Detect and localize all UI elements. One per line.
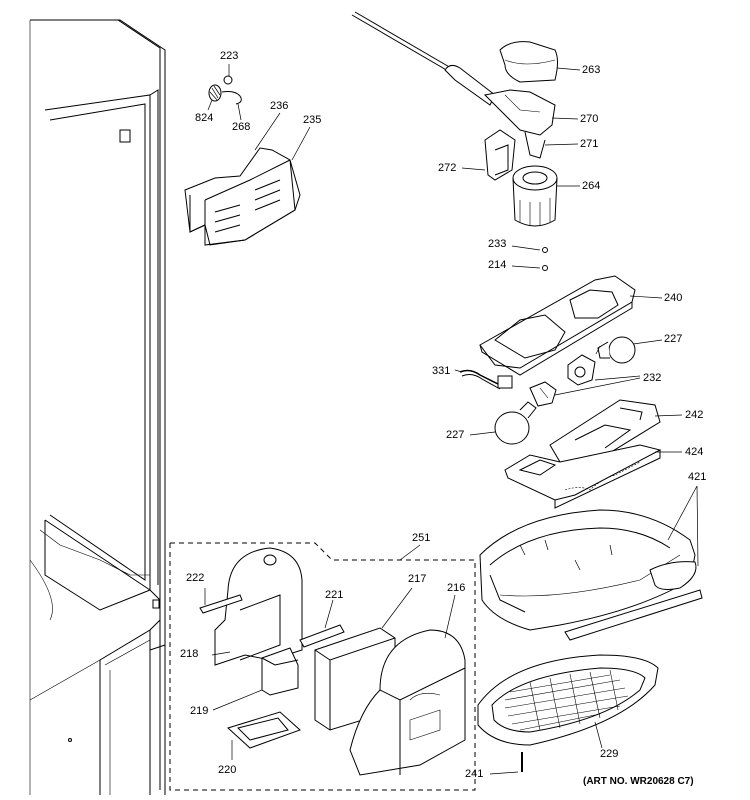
art-number: (ART NO. WR20628 C7)	[583, 776, 694, 787]
label-251: 251	[412, 532, 431, 544]
label-272: 272	[438, 162, 457, 174]
label-216: 216	[447, 582, 466, 594]
label-227-lower: 227	[446, 429, 465, 441]
label-240: 240	[664, 292, 683, 304]
label-229: 229	[600, 748, 619, 760]
label-271: 271	[580, 138, 599, 150]
label-217: 217	[408, 573, 427, 585]
label-214: 214	[488, 259, 507, 271]
part-221-219	[212, 599, 345, 711]
label-232: 232	[643, 372, 662, 384]
part-218-222	[199, 547, 303, 666]
part-232-sockets	[529, 354, 641, 407]
part-227-bulbs	[469, 336, 663, 445]
part-331	[454, 369, 513, 390]
label-219: 219	[190, 705, 209, 717]
label-242: 242	[685, 409, 704, 421]
part-240	[479, 275, 663, 376]
label-270: 270	[580, 113, 599, 125]
part-229	[477, 654, 659, 775]
part-220	[227, 711, 301, 760]
part-233-214	[511, 245, 548, 271]
part-264	[512, 165, 580, 227]
part-216	[349, 594, 466, 776]
label-218: 218	[180, 648, 199, 660]
cabinet-body	[29, 19, 166, 795]
part-235-236	[184, 112, 311, 246]
label-222: 222	[186, 572, 205, 584]
group-251-box	[169, 542, 476, 791]
label-263: 263	[582, 64, 601, 76]
part-242-424	[504, 399, 683, 509]
label-223: 223	[220, 50, 239, 62]
label-227-upper: 227	[664, 333, 683, 345]
part-223-824-268	[207, 64, 242, 121]
label-241: 241	[465, 768, 484, 780]
label-233: 233	[488, 238, 507, 250]
label-236: 236	[270, 100, 289, 112]
part-272	[461, 129, 516, 181]
part-421	[479, 485, 703, 641]
label-221: 221	[325, 589, 344, 601]
label-220: 220	[218, 764, 237, 776]
label-424: 424	[685, 446, 704, 458]
label-268: 268	[232, 121, 251, 133]
label-421: 421	[688, 471, 707, 483]
label-331: 331	[432, 365, 451, 377]
label-264: 264	[582, 180, 601, 192]
label-235: 235	[303, 114, 322, 126]
label-824: 824	[195, 112, 214, 124]
part-263-270-271	[351, 11, 581, 159]
